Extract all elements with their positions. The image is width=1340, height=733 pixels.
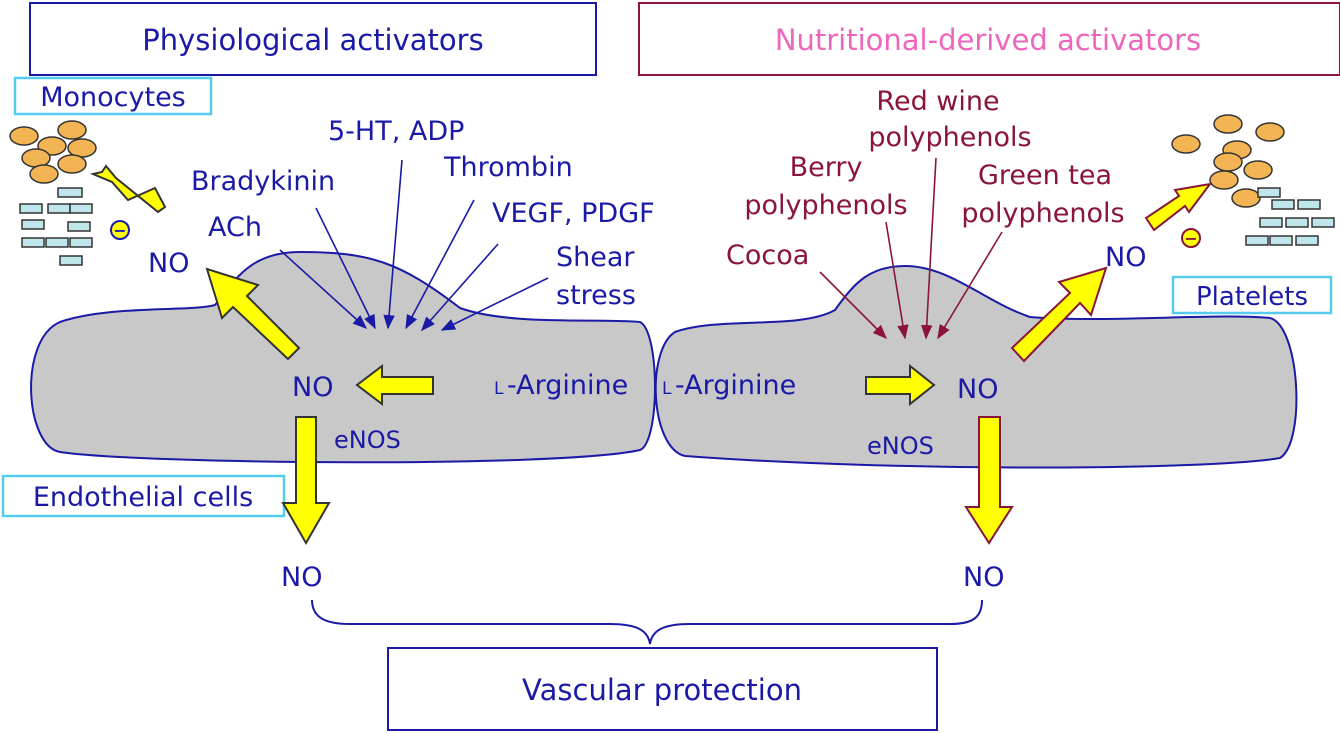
nutritional-header-text: Nutritional-derived activators [775, 23, 1201, 57]
activator-red-wine-line2: polyphenols [868, 122, 1031, 153]
right-enos: eNOS [867, 432, 934, 460]
physiological-arrows [279, 159, 549, 332]
left-l-prefix: L [494, 379, 504, 399]
nutritional-arrows [819, 157, 1003, 340]
arrow-vegf-pdgf [421, 243, 499, 332]
left-cell-labels: NO NO eNOS L -Arginine NO [148, 248, 628, 593]
arrow-green-tea [937, 231, 1003, 340]
arrow-bradykinin [315, 207, 376, 330]
monocyte-cluster [9, 120, 97, 184]
platelets-label: Platelets [1171, 275, 1333, 315]
right-arginine: -Arginine [675, 370, 796, 401]
endothelial-cells-label: Endothelial cells [1, 474, 286, 518]
arrow-5ht-adp [383, 159, 403, 330]
svg-text:−: − [1184, 229, 1197, 248]
arrow-no-down-right [964, 416, 1014, 545]
activator-stress: stress [556, 280, 636, 311]
arrow-red-wine [920, 157, 937, 340]
physiological-header: Physiological activators [29, 2, 597, 76]
right-yellow-arrows [964, 182, 1213, 545]
arrow-berry [885, 221, 909, 340]
left-arginine: -Arginine [507, 370, 628, 401]
left-no-upper: NO [148, 248, 189, 279]
vascular-protection-box: Vascular protection [387, 647, 938, 731]
left-inhibit-icon: − [110, 220, 130, 240]
svg-text:−: − [113, 221, 126, 240]
svg-text:Endothelial cells: Endothelial cells [33, 482, 253, 513]
arrow-no-upper-right [1010, 266, 1108, 363]
left-platelet-stack [19, 187, 93, 266]
arrow-arginine-to-no-left [355, 363, 434, 407]
activator-green-tea-line1: Green tea [978, 160, 1112, 191]
arrow-no-down-left [281, 416, 331, 546]
svg-text:Monocytes: Monocytes [40, 82, 186, 113]
activator-vegf-pdgf: VEGF, PDGF [492, 198, 655, 229]
left-no-bottom: NO [281, 562, 322, 593]
right-platelet-stack [1245, 187, 1335, 246]
arrow-no-to-monocytes [89, 164, 167, 214]
right-endothelial-cell [654, 264, 1298, 469]
right-l-prefix: L [662, 379, 672, 399]
arrow-no-to-platelets [1144, 182, 1213, 232]
activator-berry-line2: polyphenols [744, 190, 907, 221]
left-yellow-arrows [89, 164, 434, 546]
right-cell-labels: NO NO eNOS L -Arginine NO [662, 242, 1146, 593]
arrow-cocoa [819, 271, 888, 340]
platelet-cluster [1171, 114, 1285, 208]
activator-ach: ACh [208, 212, 262, 243]
nutritional-header: Nutritional-derived activators [638, 2, 1340, 76]
left-no-inner: NO [292, 372, 333, 403]
activator-bradykinin: Bradykinin [191, 166, 335, 197]
arrow-thrombin [405, 199, 475, 330]
svg-text:Vascular protection: Vascular protection [522, 673, 802, 707]
activator-thrombin: Thrombin [443, 152, 573, 183]
activator-berry-line1: Berry [790, 152, 863, 183]
monocytes-label: Monocytes [13, 76, 213, 116]
curly-brace [311, 599, 983, 645]
physiological-header-text: Physiological activators [142, 23, 483, 57]
right-no-inner: NO [957, 374, 998, 405]
svg-text:Platelets: Platelets [1196, 282, 1308, 312]
arrow-shear-stress [440, 277, 549, 331]
right-no-bottom: NO [963, 562, 1004, 593]
arrow-ach [279, 249, 368, 329]
activator-red-wine-line1: Red wine [876, 86, 999, 117]
nutritional-activators: Red wine polyphenols Berry polyphenols G… [726, 86, 1125, 271]
arrow-arginine-to-no-right [865, 363, 936, 407]
activator-cocoa: Cocoa [726, 240, 809, 271]
physiological-activators: 5-HT, ADP Thrombin Bradykinin VEGF, PDGF… [191, 116, 655, 311]
left-enos: eNOS [334, 426, 401, 454]
right-inhibit-icon: − [1181, 228, 1201, 248]
right-no-upper: NO [1105, 242, 1146, 273]
arrow-no-upper-left [205, 267, 301, 361]
activator-green-tea-line2: polyphenols [961, 198, 1124, 229]
activator-5ht-adp: 5-HT, ADP [328, 116, 464, 147]
activator-shear: Shear [556, 242, 635, 273]
